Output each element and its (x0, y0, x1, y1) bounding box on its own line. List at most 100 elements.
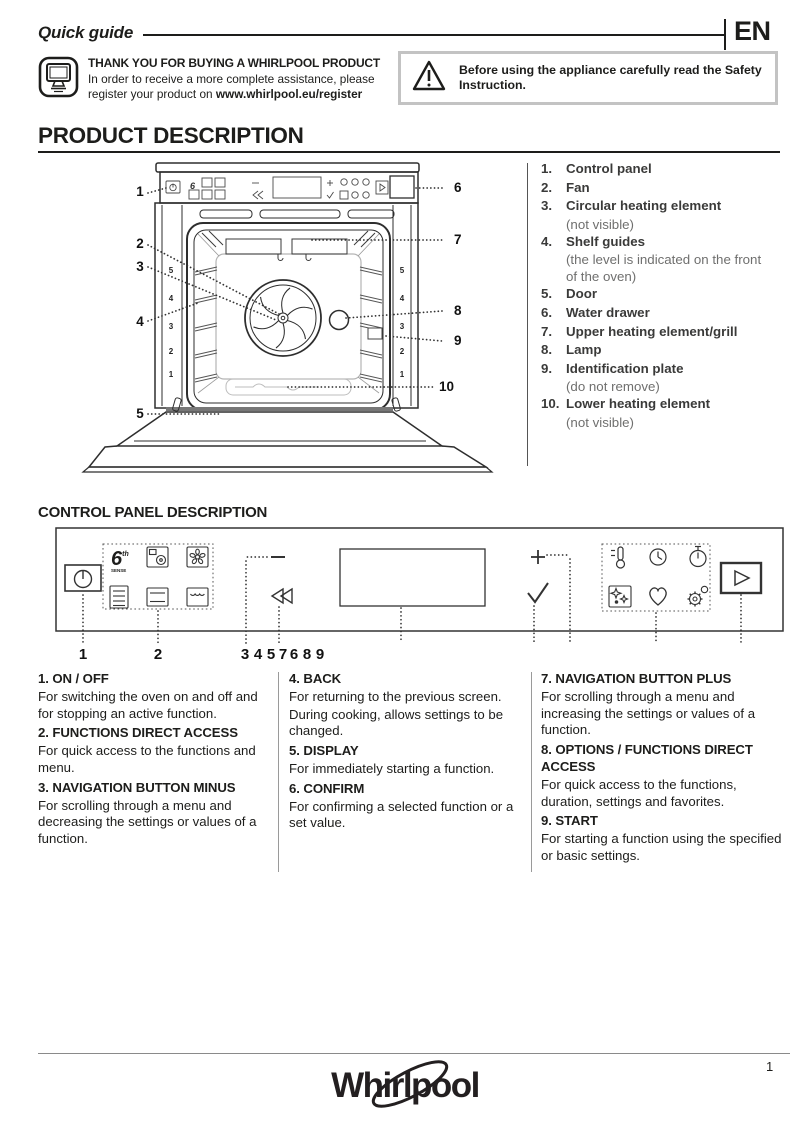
svg-text:6: 6 (290, 646, 298, 663)
sixth-sense-icon: 6th SENSE (111, 548, 129, 573)
svg-text:2: 2 (154, 646, 162, 663)
grill-icon (186, 587, 209, 607)
temperature-icon (611, 546, 626, 569)
svg-text:5: 5 (267, 646, 275, 663)
register-monitor-icon (38, 56, 80, 105)
oven-cavity (186, 222, 391, 411)
fan-icon (186, 546, 209, 568)
svg-text:2: 2 (136, 236, 144, 251)
panel-leaders (82, 554, 742, 644)
whirlpool-logo: Whirlpool (331, 1060, 480, 1108)
callout-leaders (147, 187, 443, 415)
svg-text:1: 1 (400, 370, 405, 379)
svg-text:6: 6 (454, 180, 462, 195)
list-item: 4.Shelf guides(the level is indicated on… (541, 233, 762, 285)
list-item: 8.Lamp (541, 342, 602, 358)
thank-you-block: THANK YOU FOR BUYING A WHIRLPOOL PRODUCT… (88, 56, 398, 101)
button-desc: For switching the oven on and off and fo… (38, 688, 258, 721)
power-icon (64, 564, 102, 592)
fan (244, 279, 322, 357)
control-panel-diagram: 6th SENSE (55, 527, 784, 663)
options-group-box (601, 543, 711, 612)
back-icon (270, 587, 293, 605)
safety-warning-box: Before using the appliance carefully rea… (398, 51, 778, 105)
page-number: 1 (766, 1059, 774, 1074)
back-wall (215, 253, 362, 380)
vents (199, 209, 395, 219)
button-desc: For returning to the previous screen. (289, 688, 502, 704)
svg-text:5: 5 (136, 406, 144, 421)
svg-text:1: 1 (169, 370, 174, 379)
svg-text:SENSE: SENSE (111, 568, 126, 573)
control-panel-heading: CONTROL PANEL DESCRIPTION (38, 504, 268, 521)
language-code: EN (734, 16, 771, 46)
identification-plate (367, 327, 383, 340)
clock-icon (649, 548, 667, 566)
list-item: 1.Control panel (541, 161, 652, 176)
button-heading: 3. NAVIGATION BUTTON MINUS (38, 779, 236, 795)
button-desc: For quick access to the functions and me… (38, 743, 256, 775)
svg-text:9: 9 (454, 333, 462, 348)
button-heading: 6. CONFIRM (289, 780, 365, 796)
display (339, 548, 486, 607)
oven-diagram: 6 (81, 162, 494, 473)
button-heading: 2. FUNCTIONS DIRECT ACCESS (38, 725, 238, 741)
button-desc: During cooking, allows settings to be ch… (289, 706, 504, 739)
shelf-level-numbers-right: 5 4 3 2 1 (400, 266, 405, 379)
svg-text:8: 8 (303, 646, 311, 663)
button-heading: 4. BACK (289, 671, 342, 686)
list-item: 9.Identification plate(do not remove) (541, 360, 684, 395)
panel-numbers: 1 2 3 4 5 7 6 8 9 (79, 646, 324, 663)
door (81, 397, 494, 473)
column-divider (531, 672, 532, 872)
svg-text:Whirlpool: Whirlpool (331, 1066, 479, 1105)
button-heading: 7. NAVIGATION BUTTON PLUS (541, 671, 732, 686)
list-item: 10.Lower heating element(not visible) (541, 396, 711, 430)
svg-text:2: 2 (400, 347, 405, 356)
callout-numbers: 1 2 3 4 5 6 7 8 9 10 (136, 180, 462, 421)
settings-icon (687, 585, 709, 607)
svg-text:1: 1 (136, 184, 144, 199)
svg-text:4: 4 (136, 314, 144, 329)
button-desc: For scrolling through a menu and decreas… (38, 797, 257, 847)
svg-text:3: 3 (169, 322, 174, 331)
timer-icon (689, 545, 707, 568)
plus-icon (531, 550, 545, 564)
diagram-list-divider (527, 163, 528, 466)
svg-text:7: 7 (454, 232, 462, 247)
svg-text:4: 4 (169, 294, 174, 303)
button-heading: 9. START (541, 813, 598, 829)
svg-text:6: 6 (190, 181, 196, 191)
header-divider (724, 19, 726, 50)
thank-you-line1: In order to receive a more complete assi… (88, 72, 375, 86)
column-divider (278, 672, 279, 872)
svg-text:4: 4 (254, 646, 263, 663)
button-desc: For scrolling through a menu and increas… (541, 688, 756, 738)
functions-group-box (102, 543, 214, 610)
warning-text: Before using the appliance carefully rea… (459, 63, 762, 92)
start-icon (719, 561, 763, 595)
button-desc: For quick access to the functions, durat… (541, 776, 737, 809)
document-title: Quick guide (38, 23, 134, 42)
button-heading: 5. DISPLAY (289, 743, 359, 759)
svg-text:6th: 6th (111, 548, 129, 570)
mini-control-strip: 6 (165, 176, 389, 200)
footer-rule (38, 1053, 790, 1054)
svg-text:3: 3 (136, 259, 144, 274)
button-desc: For immediately starting a function. (289, 760, 495, 776)
button-descriptions-col1: 1. ON / OFF For switching the oven on an… (38, 668, 274, 849)
button-descriptions-col3: 7. NAVIGATION BUTTON PLUS For scrolling … (541, 668, 791, 866)
header-rule (143, 34, 724, 36)
thank-you-title: THANK YOU FOR BUYING A WHIRLPOOL PRODUCT (88, 56, 381, 70)
svg-text:10: 10 (439, 379, 454, 394)
list-item: 7.Upper heating element/grill (541, 323, 738, 339)
warning-triangle-icon (411, 59, 447, 98)
svg-text:9: 9 (316, 646, 324, 663)
svg-text:3: 3 (241, 646, 249, 663)
lamp (328, 309, 350, 331)
svg-text:2: 2 (169, 347, 174, 356)
button-descriptions-col2: 4. BACK For returning to the previous sc… (289, 668, 532, 833)
list-item: 5.Door (541, 286, 598, 302)
button-heading: 8. OPTIONS / FUNCTIONS DIRECT ACCESS (541, 742, 753, 774)
heading-rule (38, 151, 780, 153)
